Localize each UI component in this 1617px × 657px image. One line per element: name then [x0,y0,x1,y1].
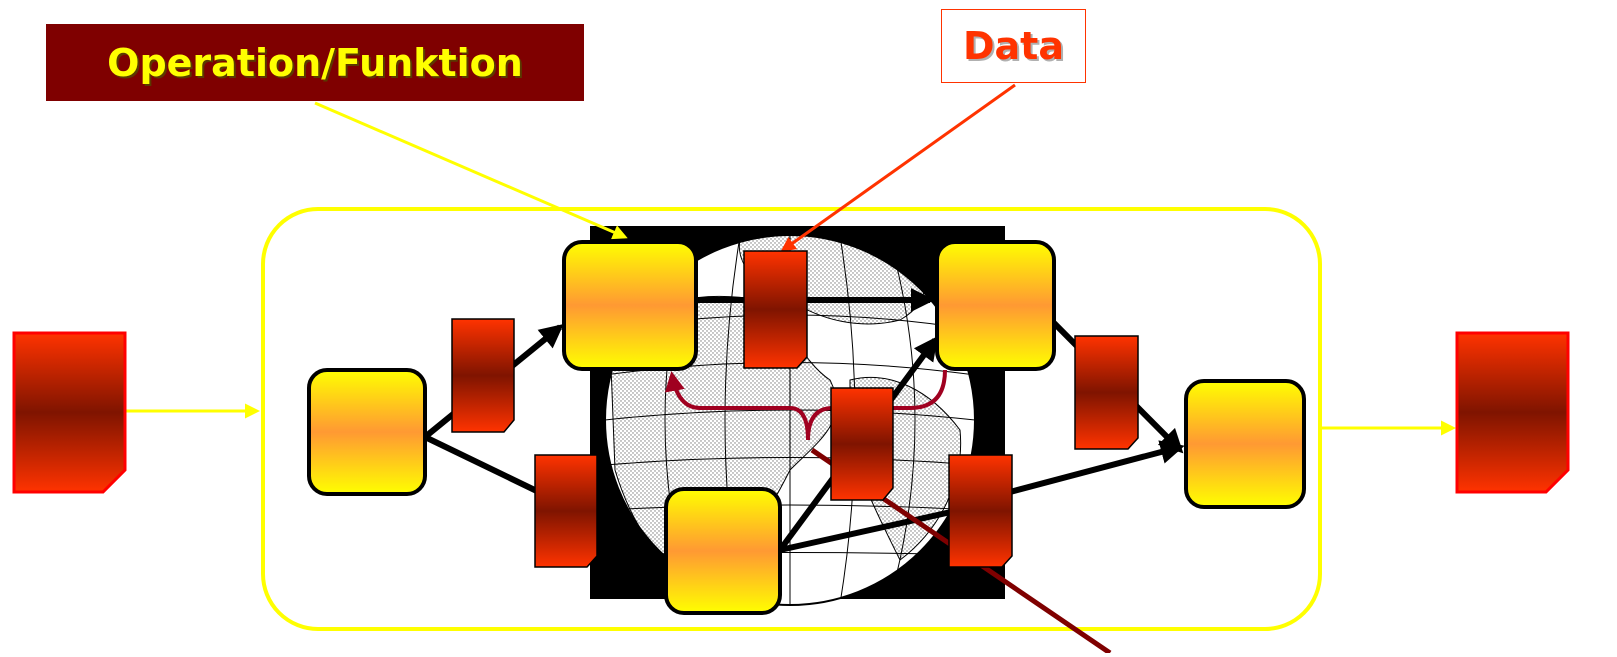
process-box-icon [307,368,427,496]
flow-arrow-6 [779,507,961,553]
document-icon [451,318,515,433]
document-icon [743,250,808,369]
data-callout: Data [941,9,1086,83]
data-label: Data [963,24,1064,68]
document-icon [1074,335,1139,450]
data-documents [12,250,1570,568]
document-icon [12,331,127,494]
flow-arrow-2 [423,434,547,498]
operation-label: Operation/Funktion [107,40,523,85]
document-icon [948,454,1013,568]
operation-callout: Operation/Funktion [46,24,584,101]
operation-pointer [314,101,628,240]
system-boundary [261,207,1322,631]
process-box-icon [562,240,698,371]
document-icon [534,454,598,568]
process-box-icon [1184,379,1306,509]
data-pointer [780,83,1016,252]
flow-arrow-7 [1009,440,1185,495]
process-box-icon [664,487,782,615]
process-boxes [307,240,1306,615]
document-icon [1455,331,1570,494]
process-box-icon [935,240,1056,371]
document-icon [830,387,894,501]
